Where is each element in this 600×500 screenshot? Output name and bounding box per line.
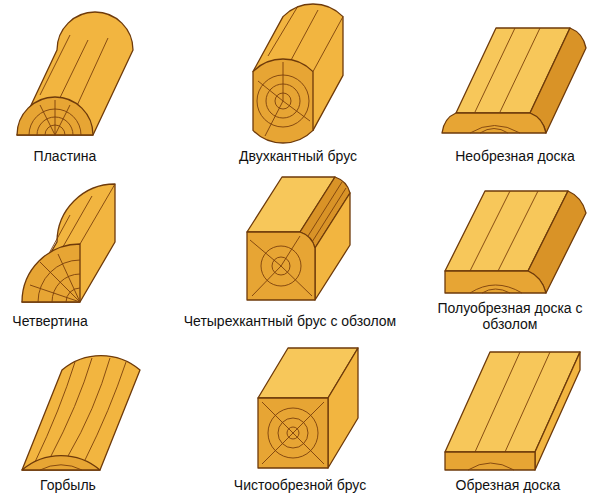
lumber-label: Четырехкантный брус с обзолом [184, 313, 397, 329]
lumber-label: Необрезная доска [455, 148, 575, 164]
wood-shape [470, 126, 520, 134]
lumber-label: Двухкантный брус [239, 148, 357, 164]
lumber-label: Чистообрезной брус [234, 477, 366, 493]
wood-shape [22, 456, 100, 470]
wood-shape [247, 232, 315, 300]
wood-shape [29, 100, 81, 135]
wood-shape [30, 254, 80, 302]
quarter-log-figure [22, 184, 115, 302]
wood-shape [253, 59, 313, 143]
wood-shape [470, 191, 538, 271]
lumber-label: Пластина [34, 148, 97, 164]
wood-shape [442, 113, 546, 133]
wood-shape [22, 244, 80, 302]
wood-shape [468, 463, 514, 470]
wood-shape [17, 12, 133, 135]
wood-shape [315, 193, 350, 300]
wood-shape [35, 358, 126, 462]
wane-beam-figure [247, 177, 350, 300]
wood-shape [475, 28, 540, 112]
wood-shape [445, 452, 535, 470]
wood-shape [328, 348, 358, 468]
lumber-label: Горбыль [40, 477, 96, 493]
unedged-board-figure [442, 28, 586, 133]
wood-shape [535, 352, 580, 470]
lumber-label: Полуобрезная доска с обзолом [425, 300, 595, 332]
wood-shape [470, 285, 522, 293]
lumber-label: Четвертина [12, 313, 87, 329]
wood-shape [257, 62, 310, 136]
wood-shape [475, 352, 550, 452]
wood-shape [262, 402, 324, 464]
edged-board-figure [445, 352, 580, 470]
lumber-label: Обрезная доска [456, 477, 561, 493]
slab-figure [22, 356, 140, 470]
square-beam-figure [258, 348, 358, 468]
wood-shape [445, 271, 546, 293]
wood-shape [40, 465, 82, 470]
plate-figure [17, 12, 133, 135]
wood-shape [250, 236, 312, 296]
wood-shape [17, 97, 93, 135]
half-edged-board-figure [445, 191, 586, 293]
wood-shape [258, 398, 328, 468]
wood-shape [530, 28, 586, 133]
two-edged-beam-figure [253, 4, 343, 143]
wood-shape [22, 184, 115, 302]
wood-shape [22, 356, 140, 470]
